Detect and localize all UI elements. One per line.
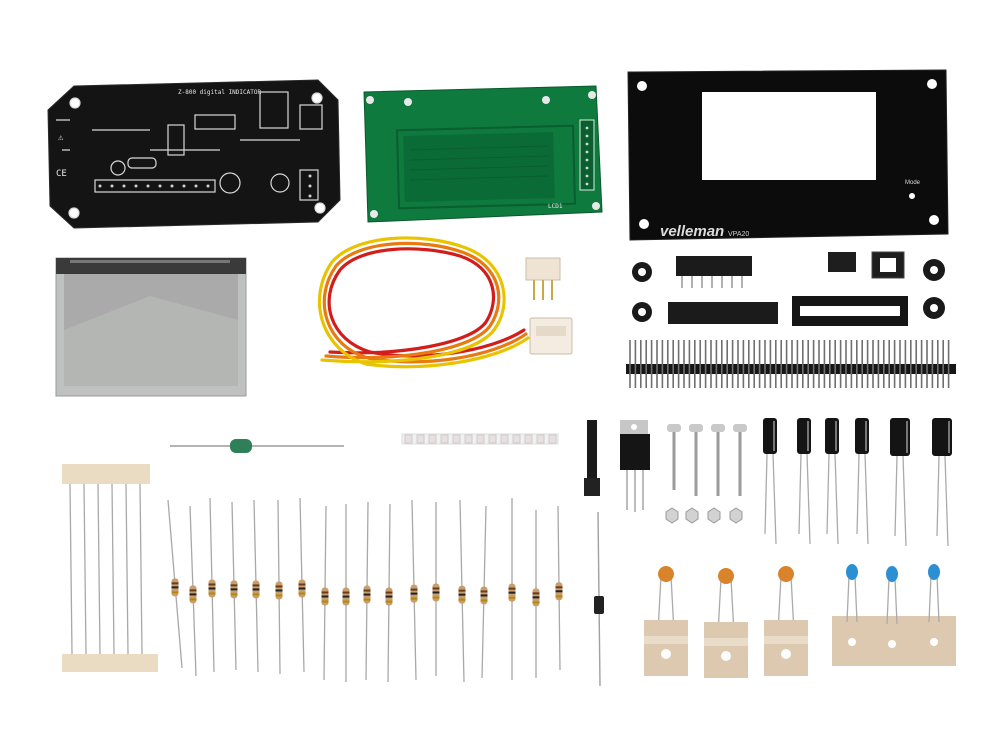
ic-and-socket-group [632,251,945,326]
panel-model-label: VPA20 [728,231,749,238]
resistor-network-strip [401,433,559,445]
lcd-pcb: LCD1 [363,85,603,223]
loose-resistors [167,497,563,683]
pin-header-strip [626,340,956,388]
ceramic-capacitors-blue [832,564,956,666]
trimmer-potentiometer [584,420,600,496]
front-panel: Mode velleman VPA20 [627,69,949,241]
voltage-regulator [620,420,650,512]
wire-harness [317,236,530,369]
electrolytic-capacitors [763,418,952,547]
screws-and-nuts [665,424,747,524]
main-pcb: Z-800 digital INDICATOR ⚠ CE [47,79,341,229]
lcd-display-glass [55,257,247,397]
main-pcb-title: Z-800 digital INDICATOR [178,89,261,96]
diode [594,511,604,687]
inductor [170,439,344,453]
svg-text:⚠: ⚠ [58,133,64,143]
taped-resistors [62,464,158,672]
panel-brand-logo: velleman [660,223,724,240]
panel-mode-label: Mode [905,180,921,186]
wire-connector [529,317,573,355]
lcd-pcb-label: LCD1 [548,203,563,210]
ceramic-capacitors-orange [644,566,808,678]
header-3pin [525,257,561,300]
svg-text:CE: CE [56,169,67,179]
